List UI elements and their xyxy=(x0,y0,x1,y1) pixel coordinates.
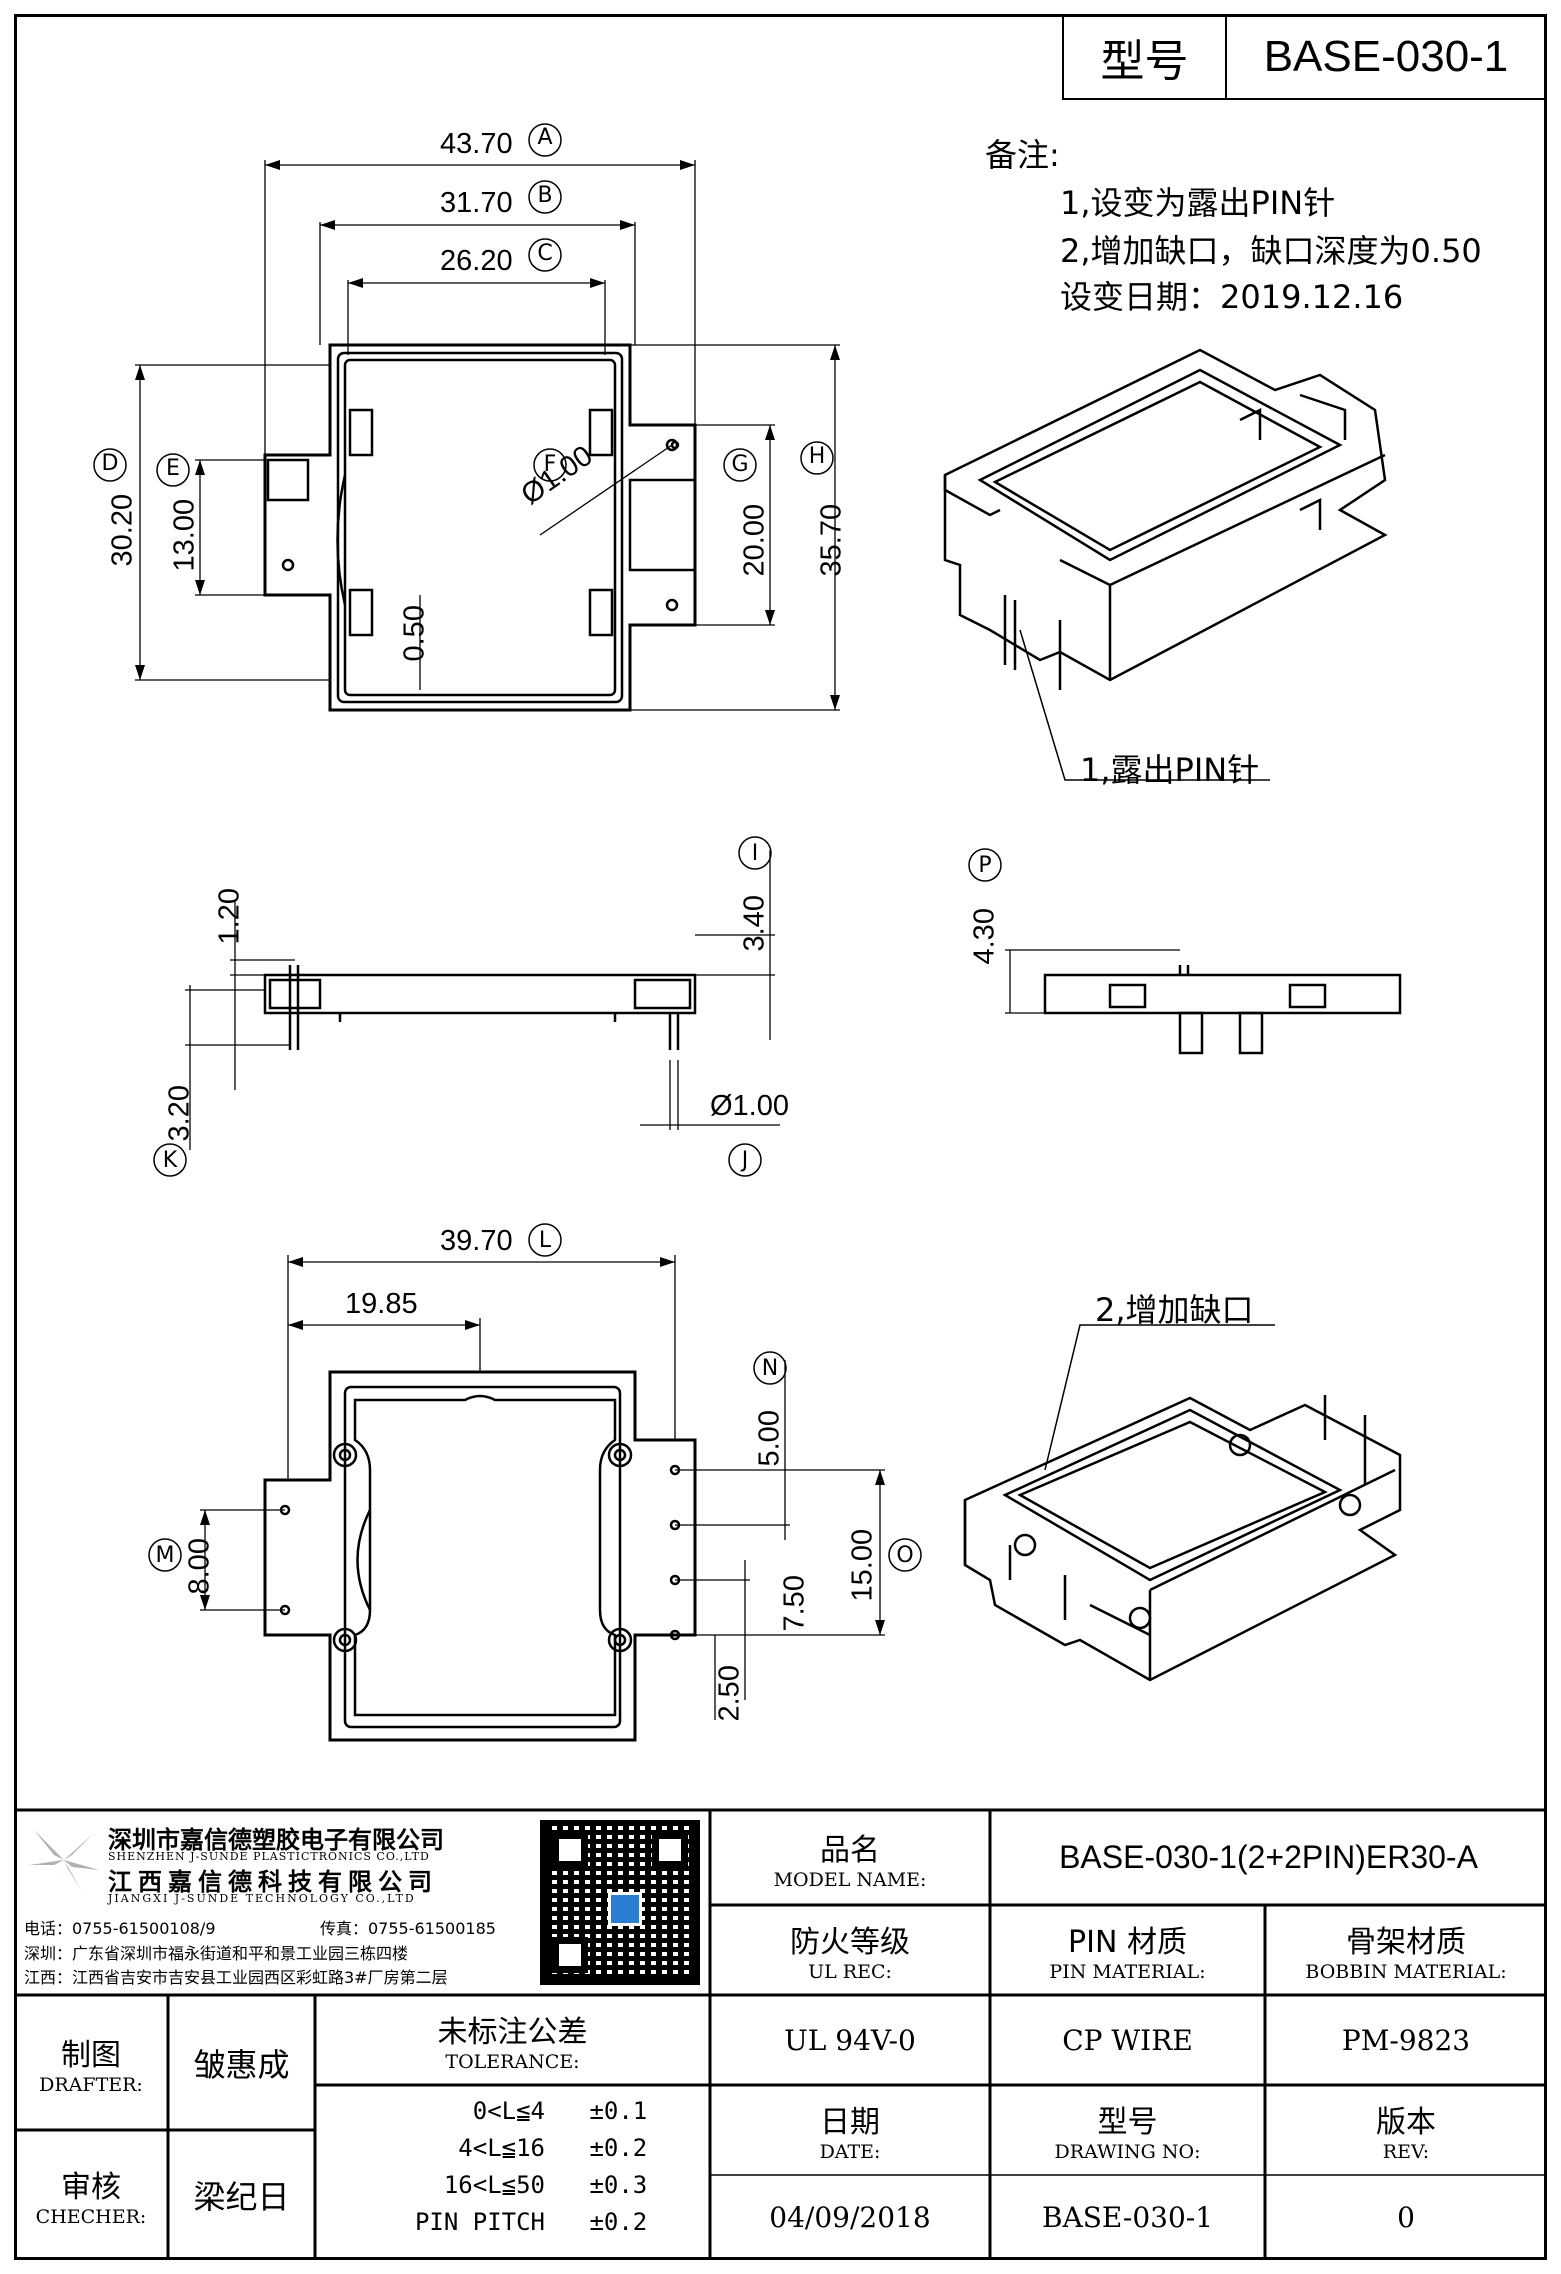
tb-bobbin-value: PM-9823 xyxy=(1341,2023,1471,2057)
dim-l-letter: L xyxy=(538,1228,552,1253)
tolerance-row: 4<L≦16 ±0.2 xyxy=(458,2134,648,2162)
dim-c-letter: C xyxy=(537,241,553,266)
dim-c-value: 26.20 xyxy=(440,245,513,277)
dim-n-letter: N xyxy=(761,1356,779,1381)
tb-bobbin-label: 骨架材质 BOBBIN MATERIAL: xyxy=(1305,1925,1507,1983)
tb-rev-label: 版本 REV: xyxy=(1376,2105,1436,2163)
notes-line3: 设变日期：2019.12.16 xyxy=(1060,278,1404,316)
dim-h-letter: H xyxy=(808,444,826,469)
tb-model-name-value: BASE-030-1(2+2PIN)ER30-A xyxy=(1059,1839,1478,1875)
dim-e-letter: E xyxy=(166,456,180,481)
dim-side-top: 1.20 xyxy=(213,888,246,945)
dim-o-value: 15.00 xyxy=(846,1528,879,1602)
dim-g-letter: G xyxy=(731,452,749,477)
tb-checker-label: 审核 CHECHER: xyxy=(35,2170,147,2228)
tb-date-label: 日期 DATE: xyxy=(819,2105,881,2163)
notes-line1: 1,设变为露出PIN针 xyxy=(1060,184,1336,222)
company-addr1: 深圳：广东省深圳市福永街道和平和景工业园三栋四楼 xyxy=(24,1944,409,1963)
tolerance-row: 0<L≦4 ±0.1 xyxy=(472,2097,648,2125)
callout-notch: 2,增加缺口 xyxy=(1095,1291,1254,1329)
tb-rev-value: 0 xyxy=(1397,2201,1415,2234)
tb-ul-label: 防火等级 UL REC: xyxy=(790,1925,910,1983)
dim-m-letter: M xyxy=(155,1543,175,1568)
dim-b-value: 31.70 xyxy=(440,187,513,219)
dim-d-letter: D xyxy=(101,451,119,476)
callout-pin: 1,露出PIN针 xyxy=(1080,751,1260,789)
dim-e-value: 13.00 xyxy=(168,498,201,572)
tb-pin-label: PIN 材质 PIN MATERIAL: xyxy=(1049,1925,1206,1983)
dim-bottom: 2.50 xyxy=(713,1665,746,1722)
company-phone: 电话：0755-61500108/9 xyxy=(24,1919,216,1938)
dim-k-value: 3.20 xyxy=(163,1085,196,1142)
tb-tolerance-label: 未标注公差 TOLERANCE: xyxy=(437,2015,588,2073)
dim-k-letter: K xyxy=(162,1148,178,1173)
dim-b-letter: B xyxy=(537,183,553,208)
company-fax: 传真：0755-61500185 xyxy=(320,1919,496,1938)
tolerance-row: PIN PITCH ±0.2 xyxy=(414,2208,648,2236)
dim-notch-depth: 0.50 xyxy=(398,605,431,662)
dim-j-letter: J xyxy=(741,1148,749,1173)
company-name-en: SHENZHEN J-SUNDE PLASTICTRONICS CO.,LTD xyxy=(108,1850,430,1863)
drawing-frame xyxy=(14,14,1547,2260)
company-name2-cn: 江西嘉信德科技有限公司 xyxy=(108,1868,438,1896)
dim-i-value: 3.40 xyxy=(738,895,771,952)
header-model-label: 型号 xyxy=(1062,14,1227,100)
notes-line2: 2,增加缺口，缺口深度为0.50 xyxy=(1060,232,1482,270)
dim-pitch: 7.50 xyxy=(778,1575,811,1632)
header-model-value: BASE-030-1 xyxy=(1225,14,1547,100)
tolerance-row: 16<L≦50 ±0.3 xyxy=(443,2171,648,2199)
dim-d-value: 30.20 xyxy=(106,493,139,567)
tb-model-name-label: 品名 MODEL NAME: xyxy=(773,1832,927,1891)
dim-o-letter: O xyxy=(896,1543,914,1568)
dim-n-value: 5.00 xyxy=(753,1410,786,1467)
qr-code xyxy=(540,1820,700,1985)
dim-i-letter: I xyxy=(751,841,759,866)
company-logo xyxy=(24,1825,104,1895)
dim-f-letter: F xyxy=(543,452,557,477)
tb-drawing-value: BASE-030-1 xyxy=(1041,2201,1214,2234)
company-addr2: 江西：江西省吉安市吉安县工业园西区彩虹路3#厂房第二层 xyxy=(24,1968,448,1987)
tb-drafter-name: 皱惠成 xyxy=(193,2045,290,2084)
company-name-cn: 深圳市嘉信德塑胶电子有限公司 xyxy=(108,1826,444,1854)
tb-checker-name: 梁纪日 xyxy=(193,2178,290,2216)
tb-drafter-label: 制图 DRAFTER: xyxy=(39,2037,143,2096)
dim-a-letter: A xyxy=(537,125,553,150)
tb-pin-value: CP WIRE xyxy=(1062,2023,1193,2057)
dim-p-letter: P xyxy=(978,853,992,878)
dim-p-value: 4.30 xyxy=(968,908,1001,965)
dim-l-value: 39.70 xyxy=(440,1225,513,1257)
dim-m-value: 8.00 xyxy=(183,1538,216,1595)
company-name2-en: JIANGXI J-SUNDE TECHNOLOGY CO.,LTD xyxy=(108,1892,416,1905)
dim-j-value: Ø1.00 xyxy=(710,1090,789,1122)
dim-h-value: 35.70 xyxy=(815,503,848,577)
tb-drawing-label: 型号 DRAWING NO: xyxy=(1054,2105,1201,2163)
tb-date-value: 04/09/2018 xyxy=(769,2201,931,2234)
notes-title: 备注: xyxy=(985,136,1060,174)
dim-half: 19.85 xyxy=(345,1288,418,1320)
dim-g-value: 20.00 xyxy=(738,503,771,577)
dim-a-value: 43.70 xyxy=(440,128,513,160)
tb-ul-value: UL 94V-0 xyxy=(784,2023,916,2057)
